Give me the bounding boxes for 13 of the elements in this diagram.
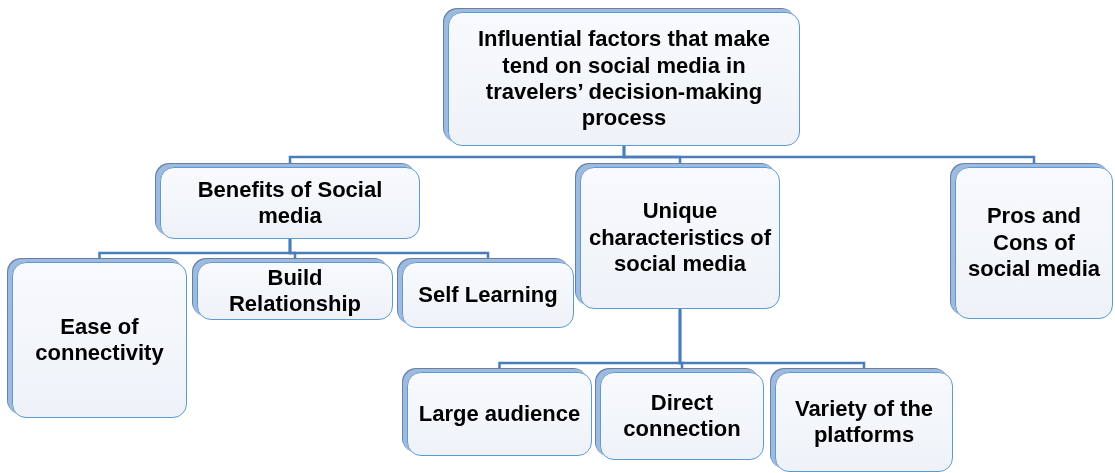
connector-line xyxy=(678,309,866,368)
box-text: Self Learning xyxy=(418,281,558,309)
connector-line xyxy=(288,239,490,258)
box-text: Unique characteristics of social media xyxy=(587,198,773,278)
connector-line xyxy=(622,146,1036,163)
box-text: Benefits of Social media xyxy=(196,176,384,230)
box-text: Variety of the platforms xyxy=(793,395,935,449)
box-text: Large audience xyxy=(418,400,581,428)
box-text: Pros and Cons of social media xyxy=(966,203,1102,283)
box-text: Ease of connectivity xyxy=(34,313,165,367)
box-text: Build Relationship xyxy=(228,264,362,318)
box-text: Direct connection xyxy=(622,389,742,443)
box-text: Influential factors that make tend on social media in travelers’ decision-making process xyxy=(476,26,772,132)
